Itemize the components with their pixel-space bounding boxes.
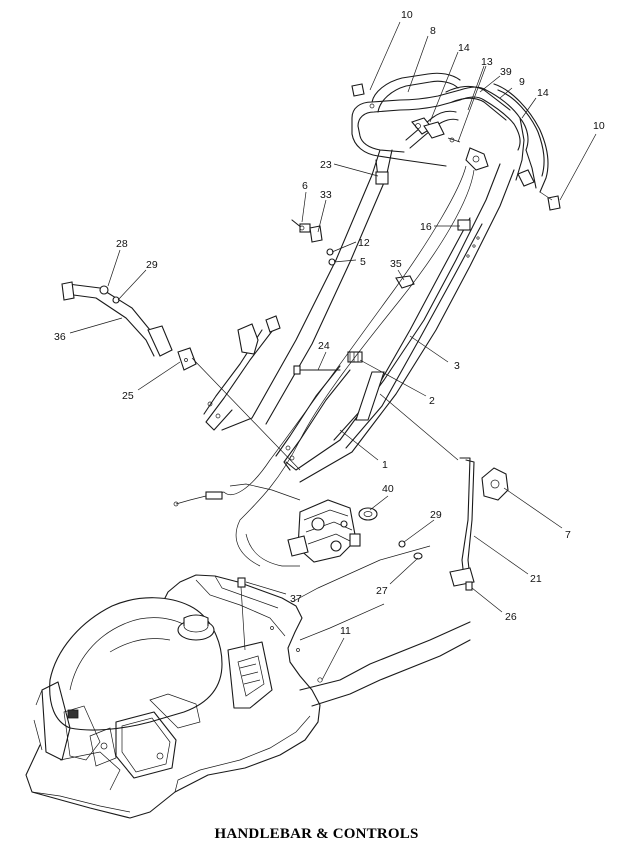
callout-35: 35 [390,258,402,270]
gearbox-assembly [287,499,378,563]
callout-12: 12 [358,237,370,249]
control-cables [173,165,475,567]
callout-11: 11 [340,625,351,637]
callout-21: 21 [530,573,542,585]
callout-2: 2 [429,395,435,407]
left-lever-assembly [61,281,301,471]
callout-40: 40 [382,483,394,495]
callout-9: 9 [519,76,525,88]
callout-36: 36 [54,331,66,343]
callout-23: 23 [320,159,332,171]
leader-lines [69,21,597,681]
callout-28: 28 [116,238,128,250]
callout-24: 24 [318,340,330,352]
callout-33: 33 [320,189,332,201]
callout-39: 39 [500,66,512,78]
callout-14: 14 [458,42,470,54]
callout-14: 14 [537,87,549,99]
callout-5: 5 [360,256,366,268]
callout-3: 3 [454,360,460,372]
right-rod-assembly [379,393,509,591]
callout-8: 8 [430,25,436,37]
callout-29: 29 [430,509,442,521]
mower-deck [25,545,471,819]
engine-cover [33,597,223,791]
callout-1: 1 [382,459,388,471]
callout-26: 26 [505,611,517,623]
callout-7: 7 [565,529,571,541]
callout-37: 37 [290,593,302,605]
callout-labels: 10 8 14 13 39 9 14 10 23 6 33 16 12 5 28… [54,9,605,637]
callout-13: 13 [481,56,493,68]
callout-29: 29 [146,259,158,271]
upper-handlebar [351,72,561,211]
callout-16: 16 [420,221,432,233]
callout-6: 6 [302,180,308,192]
diagram-title: HANDLEBAR & CONTROLS [214,826,419,842]
callout-10: 10 [401,9,413,21]
callout-25: 25 [122,390,134,402]
callout-10: 10 [593,120,605,132]
handlebar-tubes [203,149,515,483]
callout-27: 27 [376,585,388,597]
